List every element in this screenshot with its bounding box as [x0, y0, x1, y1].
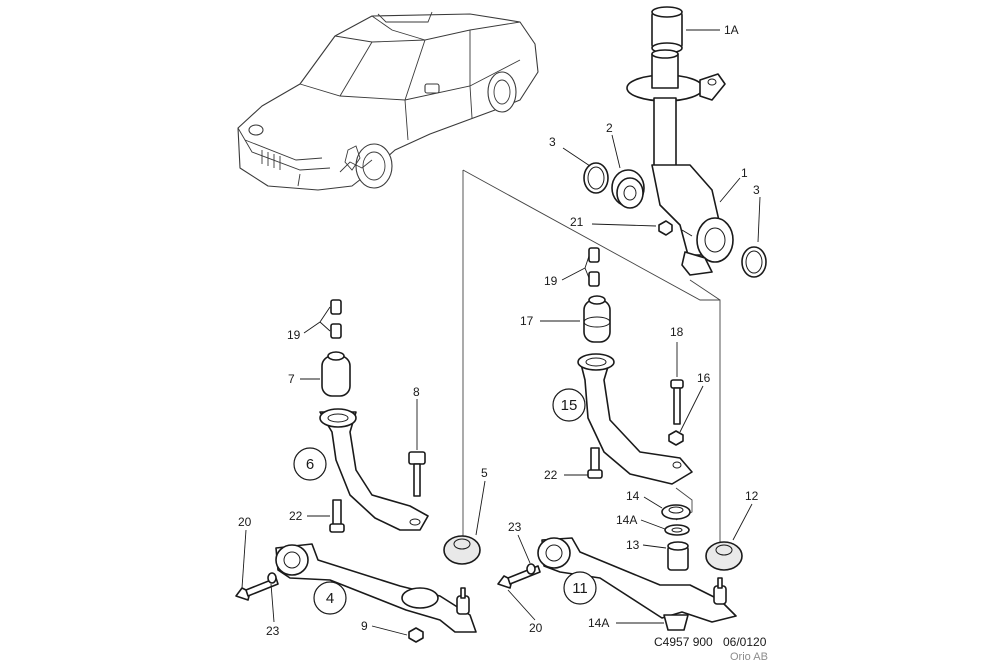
group-label-15: 15 [561, 397, 578, 414]
callout-21: 21 [570, 215, 584, 229]
group-label-4: 4 [326, 590, 334, 607]
car-illustration [237, 11, 539, 191]
control-arm-6 [319, 408, 429, 531]
group-label-6: 6 [306, 456, 314, 473]
callout-20-right: 20 [529, 621, 543, 635]
group-markers: 15 6 4 11 [293, 388, 597, 615]
bolt-22-right [587, 447, 603, 479]
drawing-code: C4957 900 [654, 635, 713, 649]
wheel-bearing [611, 169, 645, 209]
strut-shock-absorber [626, 49, 734, 276]
group-marker-4: 4 [313, 581, 347, 615]
callout-19-left: 19 [287, 328, 301, 342]
group-marker-11: 11 [563, 571, 597, 605]
drawing-date: 06/0120 [723, 635, 767, 649]
sleeves-19-right [588, 247, 600, 287]
callout-19-right: 19 [544, 274, 558, 288]
callout-labels: 1A 2 3 1 3 21 19 17 18 16 22 14 12 14A 2… [238, 23, 760, 638]
bushing-5 [443, 535, 481, 565]
nut-21 [658, 220, 673, 236]
bushing-14 [661, 504, 691, 520]
control-arm-4 [275, 543, 477, 633]
bushing-7 [321, 351, 351, 397]
washer-14A-bottom [663, 614, 689, 631]
callout-9: 9 [361, 619, 368, 633]
group-label-11: 11 [572, 580, 588, 597]
group-marker-15: 15 [552, 388, 586, 422]
callout-23-left: 23 [266, 624, 280, 638]
bolt-18 [670, 379, 684, 425]
nut-9 [408, 627, 424, 643]
washer-23-right [526, 563, 536, 575]
callout-16: 16 [697, 371, 711, 385]
callout-3-left: 3 [549, 135, 556, 149]
callout-17: 17 [520, 314, 534, 328]
callout-1A: 1A [724, 23, 739, 37]
sleeves-19-left [330, 299, 342, 339]
bolt-22-left [329, 499, 345, 533]
callout-1: 1 [741, 166, 748, 180]
callout-12: 12 [745, 489, 759, 503]
callout-14A-top: 14A [616, 513, 637, 527]
callout-22-right: 22 [544, 468, 558, 482]
bolt-8 [408, 451, 426, 497]
drawing-company: Orio AB [730, 651, 768, 663]
callout-8: 8 [413, 385, 420, 399]
callout-18: 18 [670, 325, 684, 339]
callout-23-right: 23 [508, 520, 522, 534]
callout-13: 13 [626, 538, 640, 552]
callout-14A-bottom: 14A [588, 616, 609, 630]
control-arm-11 [537, 537, 737, 623]
callout-2: 2 [606, 121, 613, 135]
bushing-17 [583, 295, 611, 343]
strut-top-bushing [651, 6, 683, 54]
callout-3-right: 3 [753, 183, 760, 197]
group-marker-6: 6 [293, 447, 327, 481]
callout-20-left: 20 [238, 515, 252, 529]
callout-22-left: 22 [289, 509, 303, 523]
washer-14A-top [664, 524, 690, 536]
callout-14: 14 [626, 489, 640, 503]
circlip-right [741, 246, 767, 278]
circlip-left [583, 162, 609, 194]
footer: C4957 900 06/0120 Orio AB [654, 635, 768, 663]
callout-7: 7 [288, 372, 295, 386]
callout-5: 5 [481, 466, 488, 480]
bushing-12 [705, 541, 743, 571]
control-arm-15 [577, 353, 693, 485]
bushing-13 [667, 541, 689, 571]
guide-lines [462, 169, 721, 548]
washer-23-left [267, 572, 277, 584]
leader-lines [241, 29, 761, 636]
nut-16 [668, 430, 684, 446]
